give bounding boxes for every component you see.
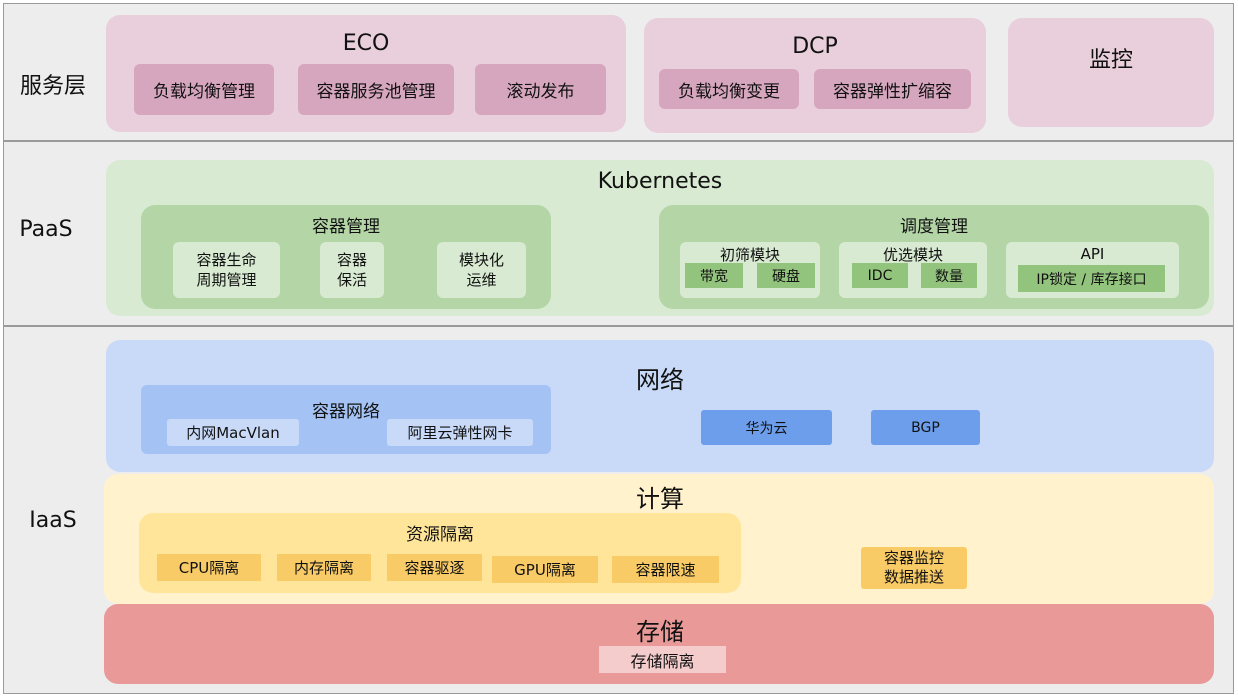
eco-title: ECO <box>342 30 390 56</box>
container-lifecycle-line1: 容器生命 <box>196 251 257 269</box>
eco-item-rolling-release[interactable]: 滚动发布 <box>475 64 606 115</box>
monitor-push-chip[interactable]: 容器监控 数据推送 <box>861 547 967 589</box>
container-keepalive-line2: 保活 <box>336 271 367 289</box>
compute-title: 计算 <box>636 484 684 513</box>
monitor-panel[interactable]: 监控 <box>1008 18 1214 127</box>
monitor-push-line1: 容器监控 <box>883 549 944 567</box>
service-layer-label: 服务层 <box>19 74 86 99</box>
macvlan-item[interactable]: 内网MacVlan <box>167 419 299 446</box>
monitor-push-line2: 数据推送 <box>883 568 944 586</box>
filter-chip-bandwidth[interactable]: 带宽 <box>685 263 743 288</box>
container-eviction-chip[interactable]: 容器驱逐 <box>387 554 482 581</box>
modular-ops-line2: 运维 <box>466 271 497 289</box>
aliyun-eni-item[interactable]: 阿里云弹性网卡 <box>387 419 533 446</box>
dcp-title: DCP <box>792 33 838 59</box>
network-title: 网络 <box>636 365 684 394</box>
modular-ops-card[interactable]: 模块化 运维 <box>437 242 526 298</box>
filter-chip-disk[interactable]: 硬盘 <box>757 263 815 288</box>
api-module-title: API <box>1080 245 1105 263</box>
eco-item-load-balancer[interactable]: 负载均衡管理 <box>134 64 274 115</box>
container-lifecycle-line2: 周期管理 <box>196 271 257 289</box>
huawei-cloud-button[interactable]: 华为云 <box>701 410 832 445</box>
cpu-isolation-chip[interactable]: CPU隔离 <box>157 554 261 581</box>
container-mgmt-title: 容器管理 <box>312 216 380 237</box>
iaas-label: IaaS <box>29 507 77 533</box>
priority-chip-count[interactable]: 数量 <box>921 263 977 288</box>
dcp-item-lb-change[interactable]: 负载均衡变更 <box>659 69 799 109</box>
scheduling-title: 调度管理 <box>900 216 968 237</box>
resource-isolation-title: 资源隔离 <box>406 524 474 545</box>
priority-module-title: 优选模块 <box>882 245 943 264</box>
bgp-button[interactable]: BGP <box>871 410 980 445</box>
eco-item-container-pool[interactable]: 容器服务池管理 <box>298 64 454 115</box>
container-keepalive-card[interactable]: 容器 保活 <box>320 242 384 298</box>
filter-module-title: 初筛模块 <box>719 245 780 264</box>
monitor-title: 监控 <box>1088 47 1133 73</box>
paas-label: PaaS <box>19 216 73 242</box>
gpu-isolation-chip[interactable]: GPU隔离 <box>492 556 598 583</box>
container-keepalive-line1: 容器 <box>336 251 367 269</box>
container-lifecycle-card[interactable]: 容器生命 周期管理 <box>173 242 280 298</box>
storage-title: 存储 <box>636 617 684 646</box>
storage-isolation-chip[interactable]: 存储隔离 <box>599 646 726 673</box>
container-rate-limit-chip[interactable]: 容器限速 <box>612 556 719 583</box>
container-network-title: 容器网络 <box>312 401 380 422</box>
memory-isolation-chip[interactable]: 内存隔离 <box>277 554 371 581</box>
kubernetes-title: Kubernetes <box>597 168 723 194</box>
modular-ops-line1: 模块化 <box>458 251 504 269</box>
priority-chip-idc[interactable]: IDC <box>852 263 908 288</box>
api-chip-ip-lock[interactable]: IP锁定 / 库存接口 <box>1018 265 1165 292</box>
dcp-item-autoscale[interactable]: 容器弹性扩缩容 <box>814 69 971 109</box>
